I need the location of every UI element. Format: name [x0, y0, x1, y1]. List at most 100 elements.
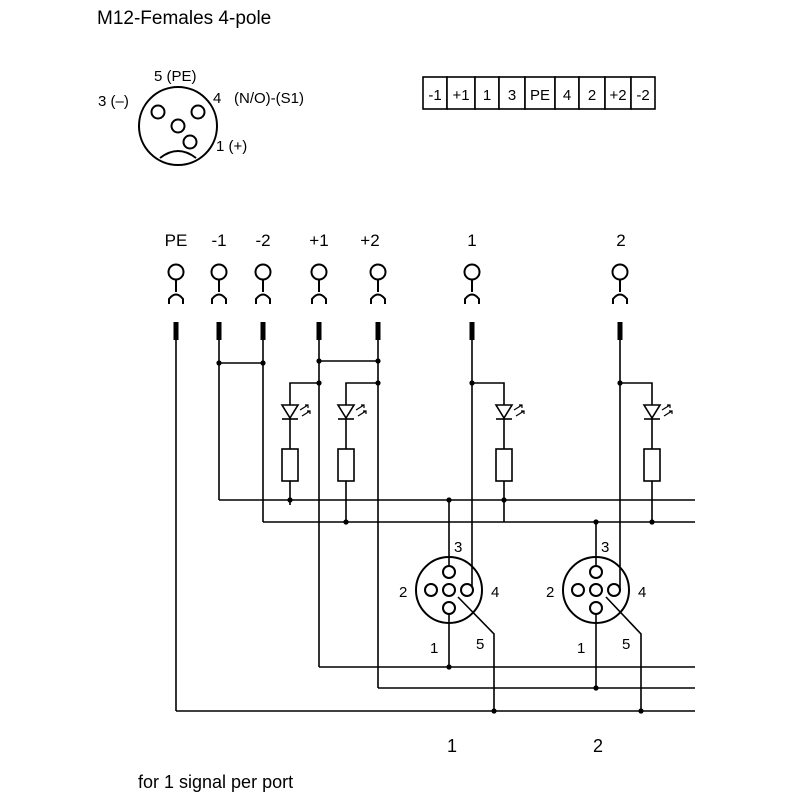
terminal-pin [260, 322, 266, 340]
strip-cell-label: -2 [636, 87, 649, 104]
junction-dot [649, 519, 655, 525]
junction-dot [491, 708, 497, 714]
led-diode [336, 404, 356, 420]
port-connector-2: 3 2 4 1 5 [546, 539, 646, 657]
port2-pin4 [607, 583, 621, 597]
wiring [175, 340, 695, 712]
terminal-fork [612, 293, 628, 304]
terminal-socket [167, 263, 185, 281]
strip-cell [630, 76, 656, 110]
terminal-socket [463, 263, 481, 281]
terminal-pin [216, 322, 222, 340]
port1-pin5 [442, 583, 456, 597]
resistor [495, 448, 513, 482]
port2-pin5 [589, 583, 603, 597]
port-label-2: 2 [593, 736, 603, 756]
terminal-socket [254, 263, 272, 281]
junction-dot [638, 708, 644, 714]
port2-pin2 [571, 583, 585, 597]
pin-1 [182, 134, 198, 150]
led-diode [642, 404, 662, 420]
strip-cell-label: PE [530, 87, 550, 104]
strip-cell [474, 76, 500, 110]
led-emission-arrows [299, 404, 311, 417]
port1-pin5-label: 5 [476, 636, 484, 653]
port2-pin4-label: 4 [638, 584, 646, 601]
pin3-label: 3 (–) [98, 93, 129, 110]
terminal-fork [370, 293, 386, 304]
resistor [643, 448, 661, 482]
strip-cell-label: 3 [508, 87, 516, 104]
junction-dot [316, 358, 322, 364]
junction-dot [446, 664, 452, 670]
port2-pin1-label: 1 [577, 640, 585, 657]
port1-pin3-label: 3 [454, 539, 462, 556]
terminal-fork [168, 293, 184, 304]
terminal-socket [369, 263, 387, 281]
port1-pin2-label: 2 [399, 584, 407, 601]
terminal-label-minus1: -1 [211, 231, 226, 250]
terminal-socket [210, 263, 228, 281]
strip-cell [578, 76, 606, 110]
junction-dot [216, 360, 222, 366]
terminal-label-1: 1 [467, 231, 476, 250]
terminal-pin [316, 322, 322, 340]
terminal-fork [211, 293, 227, 304]
pin4-description: (N/O)-(S1) [234, 90, 304, 107]
port-connector-1: 3 2 4 1 5 [399, 539, 499, 657]
strip-cell-label: 1 [483, 87, 491, 104]
led-diode [494, 404, 514, 420]
junction-dot [287, 497, 293, 503]
port1-pin5-wire [457, 596, 495, 711]
port2-face [562, 556, 630, 624]
port2-pin3-label: 3 [601, 539, 609, 556]
terminal-fork [311, 293, 327, 304]
junction-dot [593, 685, 599, 691]
coding-key [159, 150, 197, 159]
junction-dot [375, 380, 381, 386]
junction-dot [593, 519, 599, 525]
port1-pin4 [460, 583, 474, 597]
port1-pin2 [424, 583, 438, 597]
terminal-pin [469, 322, 475, 340]
terminal-label-plus2: +2 [360, 231, 379, 250]
pin-3 [150, 104, 166, 120]
terminal-fork [255, 293, 271, 304]
port1-pin1 [442, 601, 456, 615]
strip-cell-label: +1 [452, 87, 469, 104]
port1-pin3 [442, 565, 456, 579]
pin1-label: 1 (+) [216, 138, 247, 155]
diagram-title: M12-Females 4-pole [97, 8, 271, 29]
port2-pin1 [589, 601, 603, 615]
port2-pin5-label: 5 [622, 636, 630, 653]
junction-dot [316, 380, 322, 386]
terminal-pin [173, 322, 179, 340]
junction-dot [343, 519, 349, 525]
strip-cell-label: +2 [609, 87, 626, 104]
junction-dot [260, 360, 266, 366]
connector-face [138, 86, 218, 166]
terminal-socket [611, 263, 629, 281]
port-label-1: 1 [447, 736, 457, 756]
junction-dot [375, 358, 381, 364]
junction-dot [501, 497, 507, 503]
port2-pin5-wire [605, 596, 642, 711]
terminal-label-plus1: +1 [309, 231, 328, 250]
led-branch-plus1 [289, 382, 319, 505]
resistor [337, 448, 355, 482]
pin-5 [170, 118, 186, 134]
terminal-labels: PE -1 -2 +1 +2 1 2 [165, 231, 626, 250]
led-emission-arrows [513, 404, 525, 417]
junction-dot [617, 380, 623, 386]
strip-cell [446, 76, 476, 110]
pin5-label: 5 (PE) [154, 68, 197, 85]
terminal-socket [310, 263, 328, 281]
led-emission-arrows [661, 404, 673, 417]
m12-pinout: 3 (–) 5 (PE) 4 (N/O)-(S1) 1 (+) [98, 68, 304, 166]
port2-pin3 [589, 565, 603, 579]
terminal-label-pe: PE [165, 231, 188, 250]
strip-cell [524, 76, 556, 110]
